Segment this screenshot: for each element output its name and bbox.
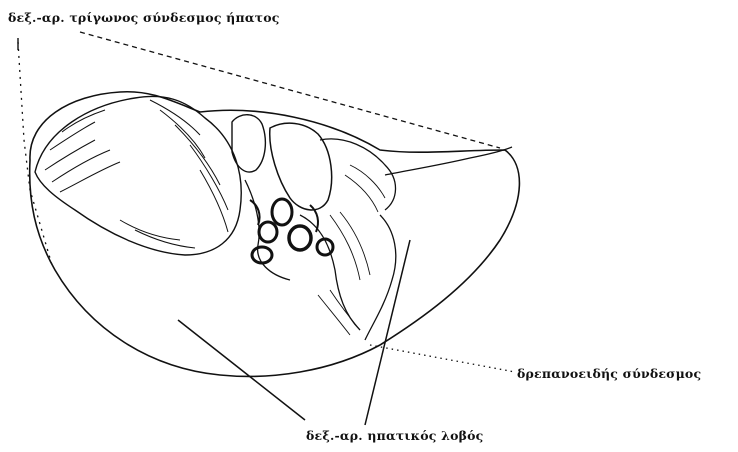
liver-outline xyxy=(30,92,520,377)
lobe-pointer-right xyxy=(365,240,410,425)
falciform-pointer xyxy=(370,345,515,372)
ligament-dotted-left xyxy=(18,42,52,265)
ligament-dashed-top xyxy=(80,32,500,148)
triangular-ligament-label: δεξ.-αρ. τρίγωνος σύνδεσμος ήπατος xyxy=(8,10,280,25)
central-structures xyxy=(232,115,512,340)
hepatic-lobe-label: δεξ.-αρ. ηπατικός λοβός xyxy=(306,428,483,443)
lobe-pointer-left xyxy=(178,320,305,420)
falciform-ligament-label: δρεπανοειδής σύνδεσμος xyxy=(517,366,701,381)
central-hatching xyxy=(318,165,385,335)
